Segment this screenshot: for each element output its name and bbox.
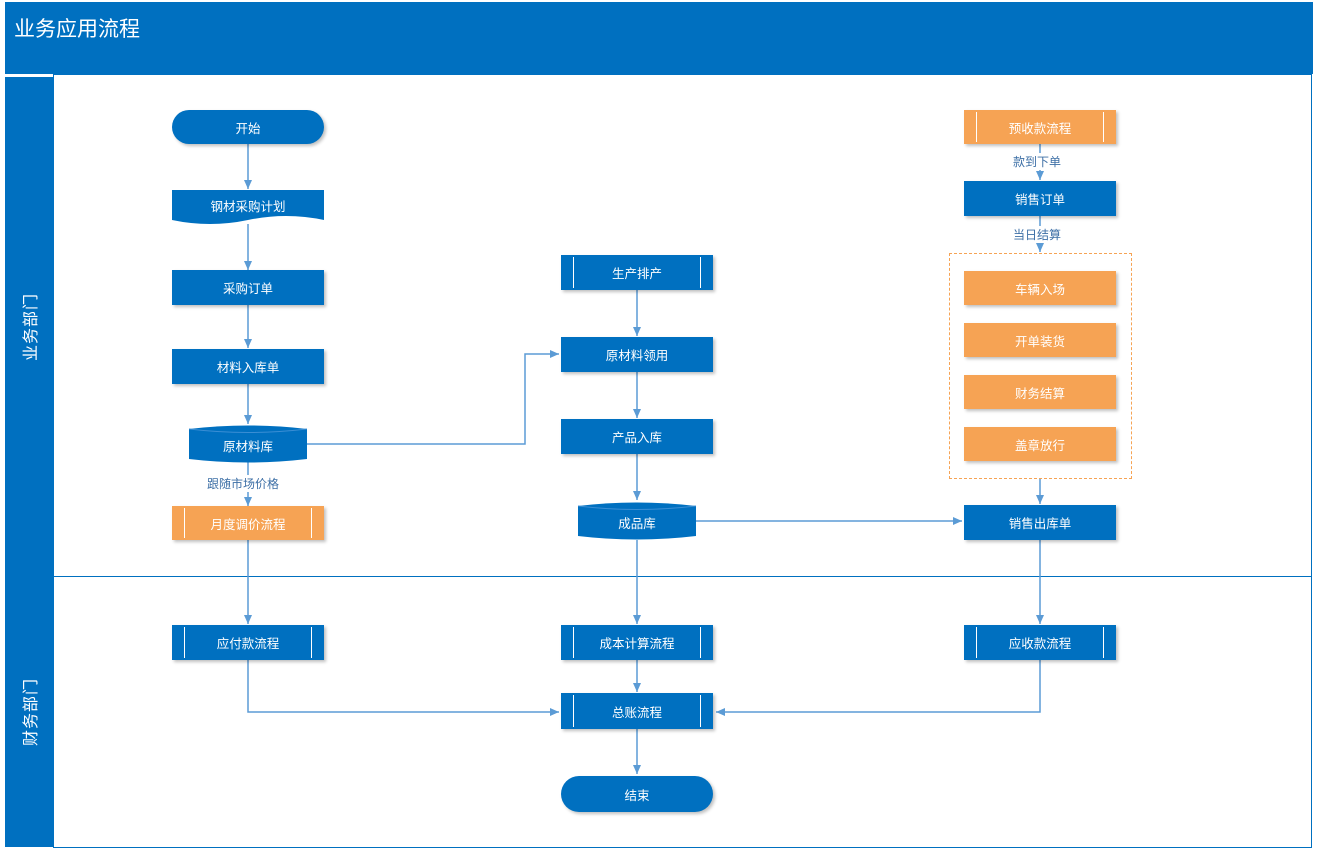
- material-stock-label: 原材料库: [222, 438, 273, 454]
- steel-plan-node[interactable]: 钢材采购计划: [172, 190, 324, 226]
- production-schedule-node[interactable]: 生产排产: [561, 255, 713, 290]
- purchase-order-node[interactable]: 采购订单: [172, 270, 324, 305]
- product-in-label: 产品入库: [611, 430, 662, 445]
- cost-flow-label: 成本计算流程: [599, 636, 675, 651]
- material-issue-node[interactable]: 原材料领用: [561, 337, 713, 372]
- ledger-flow-node[interactable]: 总账流程: [561, 693, 713, 729]
- production-schedule-label: 生产排产: [611, 266, 662, 281]
- purchase-order-label: 采购订单: [222, 281, 273, 296]
- ledger-flow-label: 总账流程: [611, 704, 662, 720]
- page-title: 业务应用流程: [14, 17, 140, 41]
- start-node-label: 开始: [235, 120, 261, 136]
- edge-label-follow-market: 跟随市场价格: [205, 475, 282, 492]
- receivable-flow-node[interactable]: 应收款流程: [964, 625, 1116, 660]
- finance-settle-label: 财务结算: [1014, 385, 1065, 401]
- receivable-flow-label: 应收款流程: [1008, 636, 1072, 651]
- edge-label-same-day: 当日结算: [1011, 226, 1064, 243]
- sales-out-node[interactable]: 销售出库单: [964, 505, 1116, 540]
- material-issue-label: 原材料领用: [605, 348, 669, 363]
- finance-settle-node[interactable]: 财务结算: [964, 375, 1116, 409]
- sales-order-label: 销售订单: [1014, 192, 1065, 207]
- product-stock-label: 成品库: [618, 515, 656, 531]
- product-stock-node[interactable]: 成品库: [578, 501, 696, 541]
- vehicle-entry-node[interactable]: 车辆入场: [964, 271, 1116, 305]
- prepay-flow-node[interactable]: 预收款流程: [964, 110, 1116, 144]
- diagram-header: 业务应用流程: [5, 2, 1313, 74]
- monthly-price-node[interactable]: 月度调价流程: [172, 506, 324, 540]
- lane-header-finance: 财务部门: [5, 577, 53, 847]
- sales-order-node[interactable]: 销售订单: [964, 181, 1116, 216]
- payable-flow-node[interactable]: 应付款流程: [172, 625, 324, 660]
- open-loading-node[interactable]: 开单装货: [964, 323, 1116, 357]
- edge-label-payment-order: 款到下单: [1011, 153, 1064, 170]
- material-in-label: 材料入库单: [216, 360, 280, 375]
- material-in-node[interactable]: 材料入库单: [172, 349, 324, 384]
- prepay-flow-label: 预收款流程: [1008, 120, 1072, 136]
- material-stock-node[interactable]: 原材料库: [189, 424, 307, 464]
- stamp-release-label: 盖章放行: [1014, 437, 1065, 453]
- product-in-node[interactable]: 产品入库: [561, 419, 713, 454]
- payable-flow-label: 应付款流程: [216, 636, 280, 651]
- stamp-release-node[interactable]: 盖章放行: [964, 427, 1116, 461]
- cost-flow-node[interactable]: 成本计算流程: [561, 625, 713, 660]
- open-loading-label: 开单装货: [1014, 333, 1065, 349]
- monthly-price-label: 月度调价流程: [210, 516, 286, 532]
- settlement-group: [949, 253, 1132, 479]
- lane-header-business: 业务部门: [5, 77, 53, 577]
- steel-plan-label: 钢材采购计划: [210, 198, 286, 214]
- start-node[interactable]: 开始: [172, 110, 324, 144]
- end-node-label: 结束: [624, 787, 650, 803]
- sales-out-label: 销售出库单: [1008, 516, 1072, 531]
- vehicle-entry-label: 车辆入场: [1014, 281, 1065, 297]
- end-node[interactable]: 结束: [561, 776, 713, 812]
